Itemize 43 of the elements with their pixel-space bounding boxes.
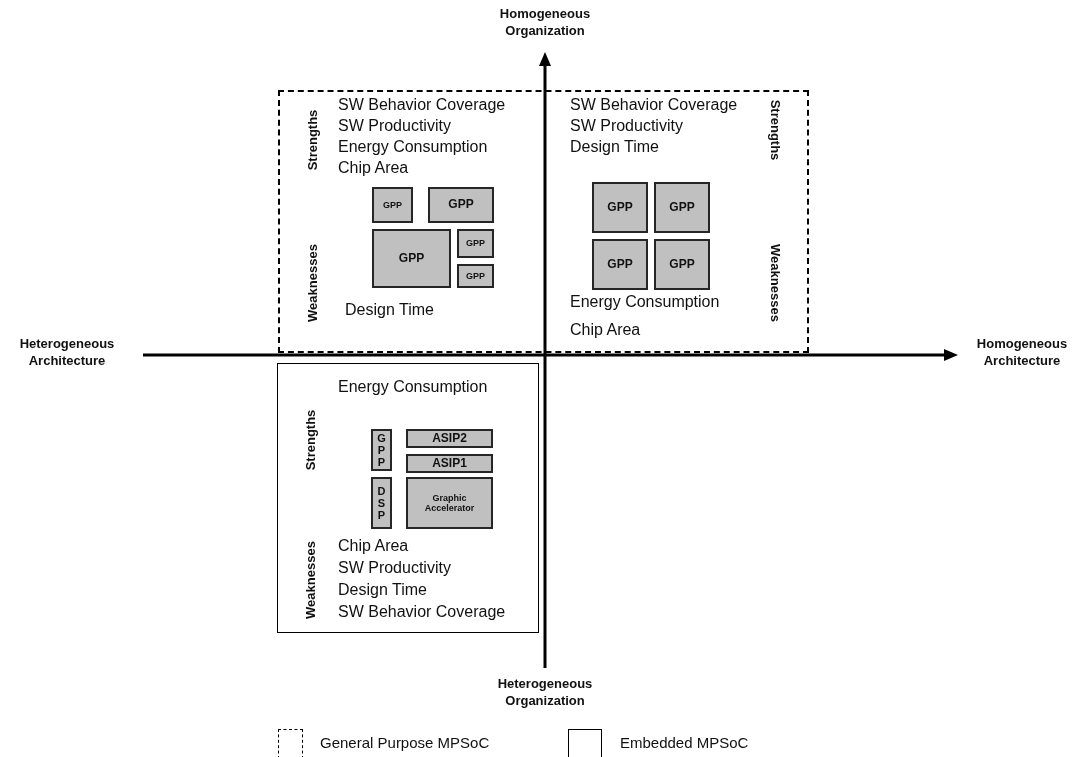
attribute-text: Chip Area xyxy=(570,320,641,340)
category-heading: Weaknesses xyxy=(767,244,783,322)
axis-label: Homogeneous Architecture xyxy=(975,335,1069,369)
category-heading: Strengths xyxy=(302,409,318,471)
attribute-text: SW Behavior Coverage xyxy=(570,95,738,115)
category-heading: Strengths xyxy=(304,109,320,171)
processor-block: GPP xyxy=(592,182,648,233)
processor-block: GPP xyxy=(372,229,451,288)
attribute-text: Chip Area xyxy=(338,158,409,178)
attribute-text: Energy Consumption xyxy=(570,292,720,312)
attribute-text: Chip Area xyxy=(338,536,409,556)
attribute-text: Design Time xyxy=(570,137,659,157)
attribute-text: SW Productivity xyxy=(338,116,451,136)
group-frame xyxy=(278,90,809,353)
processor-block: ASIP2 xyxy=(406,429,493,448)
legend-label: Embedded MPSoC xyxy=(620,734,749,751)
attribute-text: Energy Consumption xyxy=(338,137,488,157)
attribute-text: Design Time xyxy=(338,580,427,600)
attribute-text: SW Behavior Coverage xyxy=(338,602,506,622)
attribute-text: SW Productivity xyxy=(570,116,683,136)
group-frame xyxy=(277,363,539,633)
attribute-text: Design Time xyxy=(345,300,434,320)
processor-block: GPP xyxy=(372,187,413,223)
legend-label: General Purpose MPSoC xyxy=(320,734,490,751)
processor-block: GPP xyxy=(592,239,648,290)
processor-block: GPP xyxy=(457,229,494,258)
axis-label: Heterogeneous Architecture xyxy=(18,335,116,369)
processor-block: ASIP1 xyxy=(406,454,493,473)
processor-block: GPP xyxy=(654,182,710,233)
attribute-text: SW Productivity xyxy=(338,558,451,578)
category-heading: Weaknesses xyxy=(302,541,318,619)
attribute-text: SW Behavior Coverage xyxy=(338,95,506,115)
axis-label: Heterogeneous Organization xyxy=(496,675,594,709)
category-heading: Strengths xyxy=(767,99,783,161)
processor-block: GPP xyxy=(371,429,392,471)
axis-label: Homogeneous Organization xyxy=(498,5,592,39)
category-heading: Weaknesses xyxy=(304,244,320,322)
processor-block: DSP xyxy=(371,477,392,529)
processor-block: Graphic Accelerator xyxy=(406,477,493,529)
processor-block: GPP xyxy=(428,187,494,223)
attribute-text: Energy Consumption xyxy=(338,377,488,397)
processor-block: GPP xyxy=(654,239,710,290)
processor-block: GPP xyxy=(457,264,494,288)
